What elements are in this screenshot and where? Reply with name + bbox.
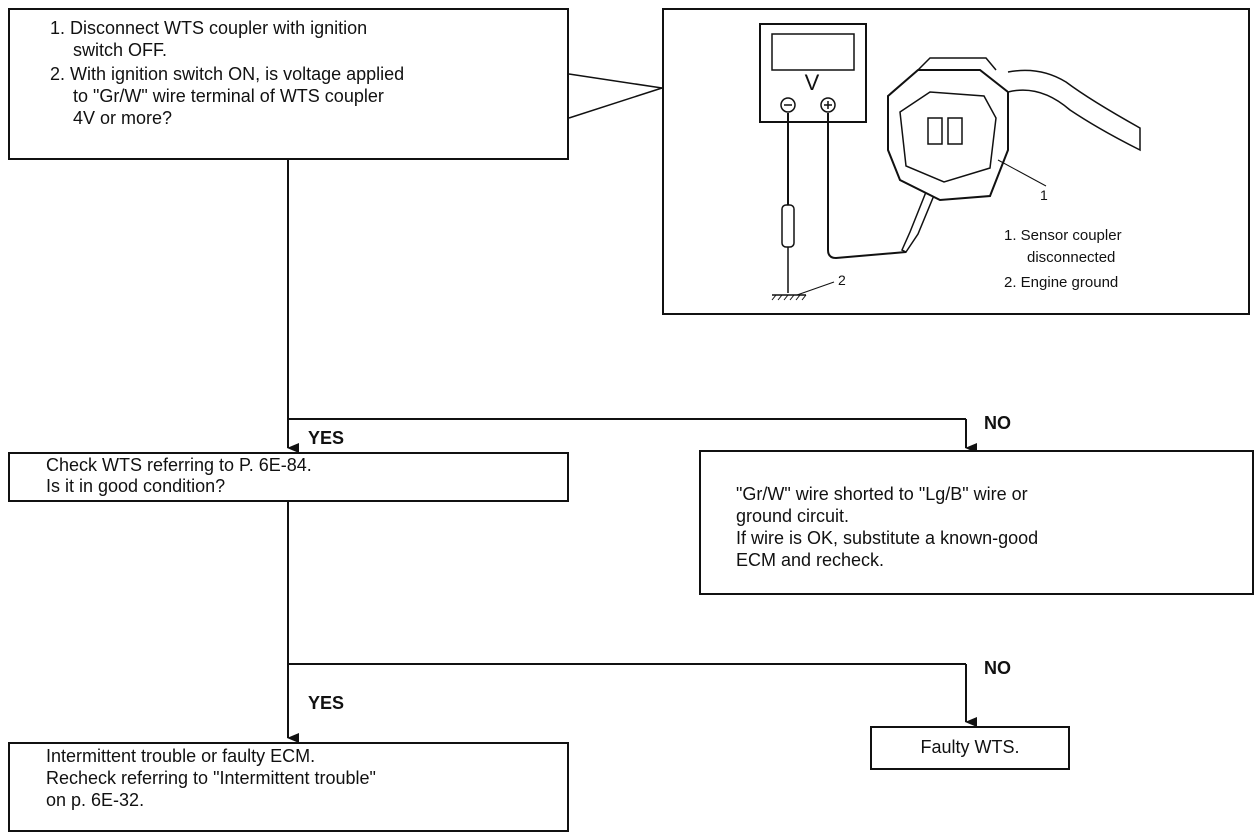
intermittent-line3: on p. 6E-32. [46,790,145,810]
step1-item2-cont1: to "Gr/W" wire terminal of WTS coupler [73,86,384,106]
shorted-line1: "Gr/W" wire shorted to "Lg/B" wire or [736,484,1028,504]
check-wts-line2: Is it in good condition? [46,476,226,496]
shorted-line4: ECM and recheck. [736,550,885,570]
check-wts-box [8,452,569,502]
step1-item2-cont2: 4V or more? [73,108,173,128]
faulty-wts-text: Faulty WTS. [920,737,1020,757]
step1-item1-cont: switch OFF. [73,40,168,60]
intermittent-line1: Intermittent trouble or faulty ECM. [46,746,316,766]
faulty-wts-box [870,726,1070,770]
voltmeter-display [771,33,855,71]
step1-item1: 1. Disconnect WTS coupler with ignition [50,18,368,38]
figure-pointer-line [568,73,663,89]
sensor-cable [1007,69,1141,152]
legend-2: 2. Engine ground [1004,274,1118,291]
callout-2: 2 [838,272,846,288]
check-wts-line1: Check WTS referring to P. 6E-84. [46,455,312,475]
legend-1-line2: disconnected [1027,249,1115,266]
shorted-line3: If wire is OK, substitute a known-good [736,528,1039,548]
negative-probe-clip [781,204,795,248]
step1-box [8,8,569,160]
callout-2-leader [796,281,835,296]
yes-label-1: YES [308,428,345,448]
shorted-box [699,450,1254,595]
positive-probe-lead [827,113,907,260]
yes-label-2: YES [308,693,345,713]
legend-1-line1: 1. Sensor coupler [1004,227,1122,244]
no-label-2: NO [984,658,1011,678]
step1-item2: 2. With ignition switch ON, is voltage a… [50,64,405,84]
no-label-1: NO [984,413,1011,433]
voltmeter-symbol: V [805,70,820,95]
intermittent-line2: Recheck referring to "Intermittent troub… [46,768,376,788]
figure-pointer-line [568,87,663,119]
callout-1-leader [997,159,1047,187]
callout-1: 1 [1040,187,1048,203]
shorted-line2: ground circuit. [736,506,850,526]
intermittent-box [8,742,569,832]
